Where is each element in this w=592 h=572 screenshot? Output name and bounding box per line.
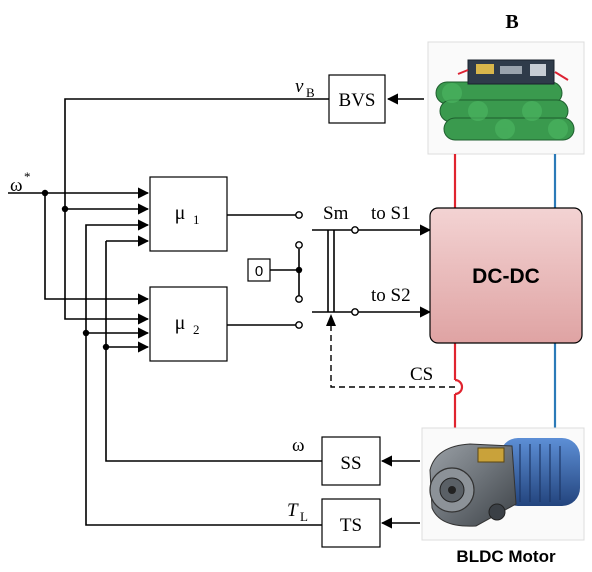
mu1-block: [149, 176, 228, 252]
battery-pack-icon: [427, 41, 585, 155]
bvs-block: [328, 74, 386, 124]
vb-subscript: B: [306, 85, 315, 100]
mu1-symbol: μ: [175, 202, 186, 224]
bldc-motor-icon: [421, 427, 585, 541]
mu2-symbol: μ: [175, 312, 186, 334]
ss-label: SS: [340, 453, 361, 474]
tl-subscript: L: [300, 509, 308, 524]
mu1-subscript: 1: [193, 212, 200, 227]
switch-node: [295, 295, 303, 303]
sm-label: Sm: [323, 203, 349, 224]
to-s2-label: to S2: [371, 285, 411, 306]
ts-label: TS: [340, 515, 362, 536]
junction-dot: [41, 189, 49, 197]
cs-label: CS: [410, 364, 433, 385]
motor-title: BLDC Motor: [456, 547, 556, 566]
mu2-subscript: 2: [193, 322, 200, 337]
junction-dot: [82, 329, 90, 337]
junction-dot: [61, 205, 69, 213]
switch-node: [295, 211, 303, 219]
to-s1-label: to S1: [371, 203, 411, 224]
vb-symbol: v: [295, 76, 304, 97]
switch-node: [295, 321, 303, 329]
ss-block: [321, 436, 381, 486]
switch-sm: [312, 229, 352, 313]
tl-symbol: T: [287, 500, 299, 521]
ts-block: [321, 498, 381, 548]
bvs-label: BVS: [339, 90, 376, 111]
battery-title: B: [505, 11, 518, 33]
junction-dot: [102, 343, 110, 351]
switch-node: [351, 308, 359, 316]
switch-node: [295, 241, 303, 249]
zero-label: 0: [255, 263, 263, 280]
switch-node: [351, 226, 359, 234]
omega-fb-label: ω: [292, 435, 305, 456]
dcdc-converter-block: [429, 207, 583, 344]
mu2-block: [149, 286, 228, 362]
omega-ref-superscript: *: [24, 169, 31, 184]
junction-dot: [295, 266, 303, 274]
dcdc-label: DC-DC: [472, 265, 540, 288]
omega-ref-symbol: ω: [10, 175, 23, 196]
